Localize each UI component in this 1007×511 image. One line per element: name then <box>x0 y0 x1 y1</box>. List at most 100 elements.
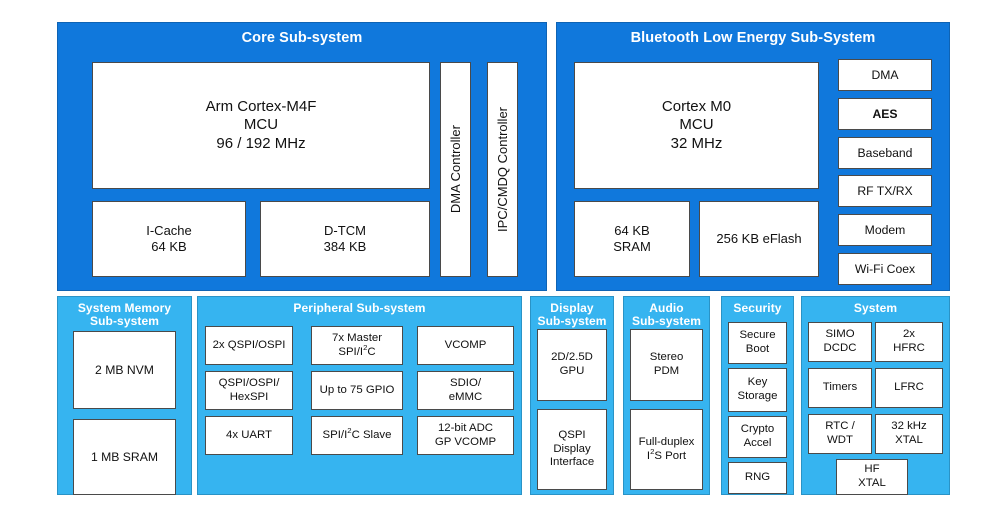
peripheral-block-spi-slave: SPI/I2C Slave <box>311 416 403 455</box>
ble-sram-line2: SRAM <box>613 239 651 254</box>
ble-block-baseband-label: Baseband <box>857 145 913 160</box>
peripheral-block-hexspi-label: QSPI/OSPI/HexSPI <box>218 376 280 403</box>
ble-block-baseband: Baseband <box>838 137 932 169</box>
security-title: Security <box>733 301 782 315</box>
core-mcu-line2: MCU <box>243 116 279 134</box>
system-memory-block-2: 1 MB SRAM <box>73 419 176 495</box>
ble-block-modem-label: Modem <box>864 222 906 237</box>
peripheral-block-qspi-ospi-label: 2x QSPI/OSPI <box>212 338 286 351</box>
peripheral-block-spi-slave-label: SPI/I2C Slave <box>322 425 392 441</box>
ble-block-dma-label: DMA <box>871 67 899 82</box>
ble-mcu-line2: MCU <box>679 116 714 134</box>
display-subsystem-title: Display Sub-system <box>531 297 613 329</box>
peripheral-block-uart-label: 4x UART <box>226 428 272 441</box>
core-dtcm-line1: D-TCM <box>324 223 366 239</box>
peripheral-block-uart: 4x UART <box>205 416 293 455</box>
ble-block-wi-fi-coex-label: Wi-Fi Coex <box>854 261 916 276</box>
core-mcu-line1: Arm Cortex-M4F <box>205 98 317 116</box>
audio-subsystem-title-line2: Sub-system <box>631 314 702 329</box>
ble-mcu-block: Cortex M0 MCU 32 MHz <box>574 62 819 189</box>
ble-block-rf-tx-rx-label: RF TX/RX <box>857 183 913 198</box>
ble-eflash-label: 256 KB eFlash <box>716 231 802 247</box>
ble-mcu-line1: Cortex M0 <box>661 98 732 116</box>
core-subsystem-title: Core Sub-system <box>241 30 363 46</box>
core-dtcm-line2: 384 KB <box>323 239 367 254</box>
peripheral-block-gpio-label: Up to 75 GPIO <box>319 383 395 396</box>
audio-subsystem-title-line1: Audio <box>649 301 684 315</box>
core-icache-line1: I-Cache <box>146 223 192 239</box>
system-title: System <box>853 301 898 315</box>
peripheral-block-vcomp-label: VCOMP <box>444 338 487 351</box>
security-block-rng-label: RNG <box>744 471 771 484</box>
ble-block-dma: DMA <box>838 59 932 91</box>
ble-block-aes: AES <box>838 98 932 130</box>
system-memory-block-2-label: 1 MB SRAM <box>90 449 159 464</box>
ble-mcu-line3: 32 MHz <box>670 134 723 152</box>
system-block-timers: Timers <box>808 368 872 408</box>
system-memory-block-1-label: 2 MB NVM <box>95 362 154 377</box>
peripheral-block-qspi-ospi: 2x QSPI/OSPI <box>205 326 293 365</box>
peripheral-subsystem-title: Peripheral Sub-system <box>293 301 426 315</box>
ble-block-modem: Modem <box>838 214 932 246</box>
system-block-rtc-wdt: RTC /WDT <box>808 414 872 454</box>
ble-sram-line1: 64 KB <box>614 223 650 239</box>
core-dma-controller-block: DMA Controller <box>440 62 471 277</box>
display-subsystem-title-line1: Display <box>550 301 594 315</box>
ble-block-rf-tx-rx: RF TX/RX <box>838 175 932 207</box>
system-memory-title: System Memory Sub-system <box>58 297 191 329</box>
display-subsystem-title-line2: Sub-system <box>537 314 607 329</box>
peripheral-block-sdio-emmc-label: SDIO/eMMC <box>448 376 483 403</box>
core-mcu-block: Arm Cortex-M4F MCU 96 / 192 MHz <box>92 62 430 189</box>
peripheral-block-hexspi: QSPI/OSPI/HexSPI <box>205 371 293 410</box>
ble-subsystem-title: Bluetooth Low Energy Sub-System <box>630 30 876 46</box>
system-block-lfrc: LFRC <box>875 368 943 408</box>
system-memory-title-line1: System Memory <box>77 301 172 315</box>
system-memory-block-1: 2 MB NVM <box>73 331 176 409</box>
core-icache-line2: 64 KB <box>151 239 187 254</box>
system-block-lfrc-label: LFRC <box>894 381 924 394</box>
peripheral-block-gpio: Up to 75 GPIO <box>311 371 403 410</box>
core-dtcm-block: D-TCM 384 KB <box>260 201 430 277</box>
peripheral-block-vcomp: VCOMP <box>417 326 514 365</box>
core-mcu-line3: 96 / 192 MHz <box>216 134 306 152</box>
ble-block-wi-fi-coex: Wi-Fi Coex <box>838 253 932 285</box>
peripheral-block-sdio-emmc: SDIO/eMMC <box>417 371 514 410</box>
system-block-timers-label: Timers <box>822 381 858 394</box>
security-block-rng: RNG <box>728 462 787 494</box>
ble-eflash-block: 256 KB eFlash <box>699 201 819 277</box>
ble-block-aes-label: AES <box>872 106 898 121</box>
audio-subsystem-title: Audio Sub-system <box>624 297 709 329</box>
system-block-rtc-wdt-label: RTC /WDT <box>825 420 855 446</box>
core-icache-block: I-Cache 64 KB <box>92 201 246 277</box>
core-ipc-controller-label: IPC/CMDQ Controller <box>494 107 510 232</box>
system-memory-title-line2: Sub-system <box>89 314 160 329</box>
core-dma-controller-label: DMA Controller <box>447 125 463 214</box>
